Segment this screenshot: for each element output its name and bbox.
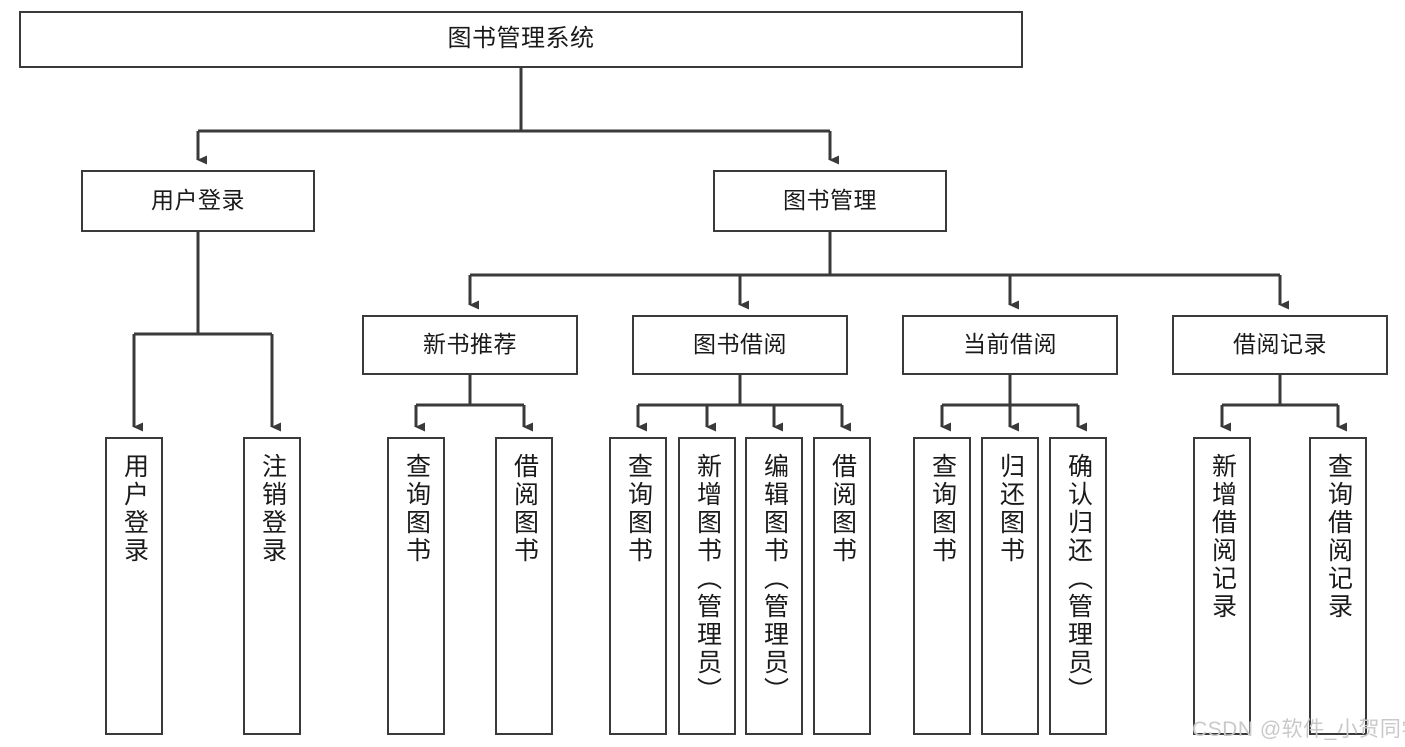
leaf-query-book-current[interactable]: 查询图书 — [913, 437, 971, 735]
leaf-borrow-book[interactable]: 借阅图书 — [813, 437, 871, 735]
node-borrowing-records[interactable]: 借阅记录 — [1172, 315, 1388, 375]
node-label: 注销登录 — [258, 453, 287, 565]
node-label: 新书推荐 — [423, 331, 517, 358]
leaf-borrow-book-recommendation[interactable]: 借阅图书 — [495, 437, 553, 735]
node-label: 归还图书 — [996, 453, 1025, 565]
node-label: 查询图书 — [624, 453, 653, 565]
node-label: 借阅记录 — [1233, 331, 1327, 358]
leaf-user-login[interactable]: 用户登录 — [105, 437, 163, 735]
node-book-management[interactable]: 图书管理 — [713, 170, 947, 232]
node-label: 编辑图书（管理员） — [760, 453, 789, 705]
leaf-confirm-return-admin[interactable]: 确认归还（管理员） — [1049, 437, 1107, 735]
leaf-add-borrowing-record[interactable]: 新增借阅记录 — [1193, 437, 1251, 735]
node-label: 查询图书 — [928, 453, 957, 565]
node-label: 查询图书 — [402, 453, 431, 565]
leaf-logout[interactable]: 注销登录 — [243, 437, 301, 735]
node-label: 新增借阅记录 — [1208, 453, 1237, 621]
leaf-query-book-recommendation[interactable]: 查询图书 — [387, 437, 445, 735]
node-new-book-recommendation[interactable]: 新书推荐 — [362, 315, 578, 375]
node-label: 图书借阅 — [693, 331, 787, 358]
node-current-borrowing[interactable]: 当前借阅 — [902, 315, 1118, 375]
node-label: 用户登录 — [120, 453, 149, 565]
node-label: 新增图书（管理员） — [693, 453, 722, 705]
leaf-query-borrowing-record[interactable]: 查询借阅记录 — [1309, 437, 1367, 735]
node-book-borrowing[interactable]: 图书借阅 — [632, 315, 848, 375]
node-label: 图书管理 — [783, 187, 877, 214]
watermark: CSDN @软件_小贺同学 — [1192, 718, 1405, 741]
leaf-return-book[interactable]: 归还图书 — [981, 437, 1039, 735]
node-user-login[interactable]: 用户登录 — [81, 170, 315, 232]
node-label: 确认归还（管理员） — [1064, 453, 1093, 705]
node-label: 借阅图书 — [510, 453, 539, 565]
node-label: 借阅图书 — [828, 453, 857, 565]
leaf-query-book-borrowing[interactable]: 查询图书 — [609, 437, 667, 735]
node-label: 当前借阅 — [963, 331, 1057, 358]
leaf-edit-book-admin[interactable]: 编辑图书（管理员） — [745, 437, 803, 735]
node-root-book-management-system[interactable]: 图书管理系统 — [19, 11, 1023, 68]
leaf-add-book-admin[interactable]: 新增图书（管理员） — [678, 437, 736, 735]
node-label: 图书管理系统 — [447, 25, 595, 53]
node-label: 查询借阅记录 — [1324, 453, 1353, 621]
node-label: 用户登录 — [151, 187, 245, 214]
